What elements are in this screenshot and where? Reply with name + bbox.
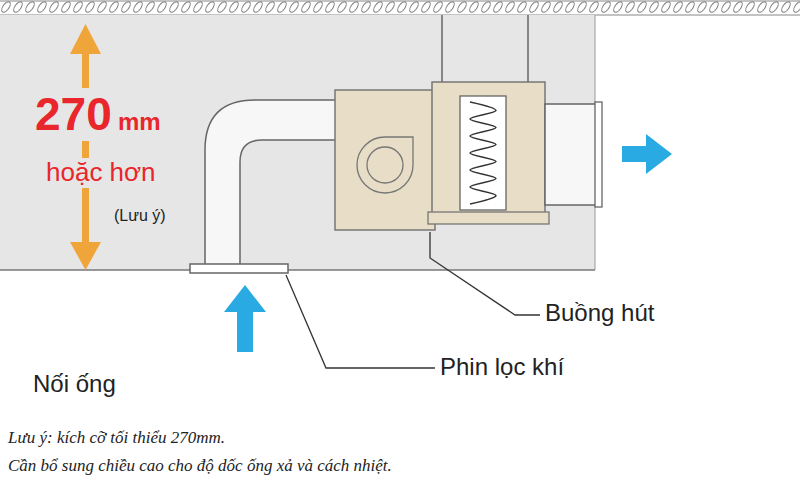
ceiling-slab xyxy=(0,1,800,15)
part-label: Phin lọc khí xyxy=(440,353,564,381)
airflow-arrow xyxy=(224,285,266,352)
dimension-value: 270 xyxy=(33,88,114,141)
part-label: Nối ống xyxy=(33,370,116,398)
heat-exchanger xyxy=(460,96,506,210)
suction-chamber xyxy=(335,90,435,230)
coil-casing xyxy=(432,82,545,215)
outlet-flange xyxy=(595,102,602,207)
note-reference: (Lưu ý) xyxy=(112,207,168,225)
ceiling-space xyxy=(0,15,595,270)
air-filter xyxy=(190,264,288,273)
leader-line xyxy=(286,275,435,368)
dimension-unit: mm xyxy=(116,108,163,136)
fan-wheel xyxy=(367,147,403,183)
airflow-arrow xyxy=(622,134,672,174)
drain-pan xyxy=(428,212,549,224)
dimension-qualifier: hoặc hơn xyxy=(44,158,158,188)
hanger-rod xyxy=(441,15,443,84)
dimension-arrow xyxy=(82,50,89,246)
elbow-duct xyxy=(205,100,340,268)
outlet-duct xyxy=(545,104,597,205)
part-label: Buồng hút xyxy=(545,299,654,327)
note-text: Lưu ý: kích cỡ tối thiểu 270mm. xyxy=(8,428,225,448)
leader-line xyxy=(430,232,540,315)
hanger-rod xyxy=(527,15,529,84)
coil-fins xyxy=(470,102,496,204)
fan-scroll xyxy=(357,137,413,193)
note-text: Cần bổ sung chiều cao cho độ dốc ống xả … xyxy=(8,456,392,476)
